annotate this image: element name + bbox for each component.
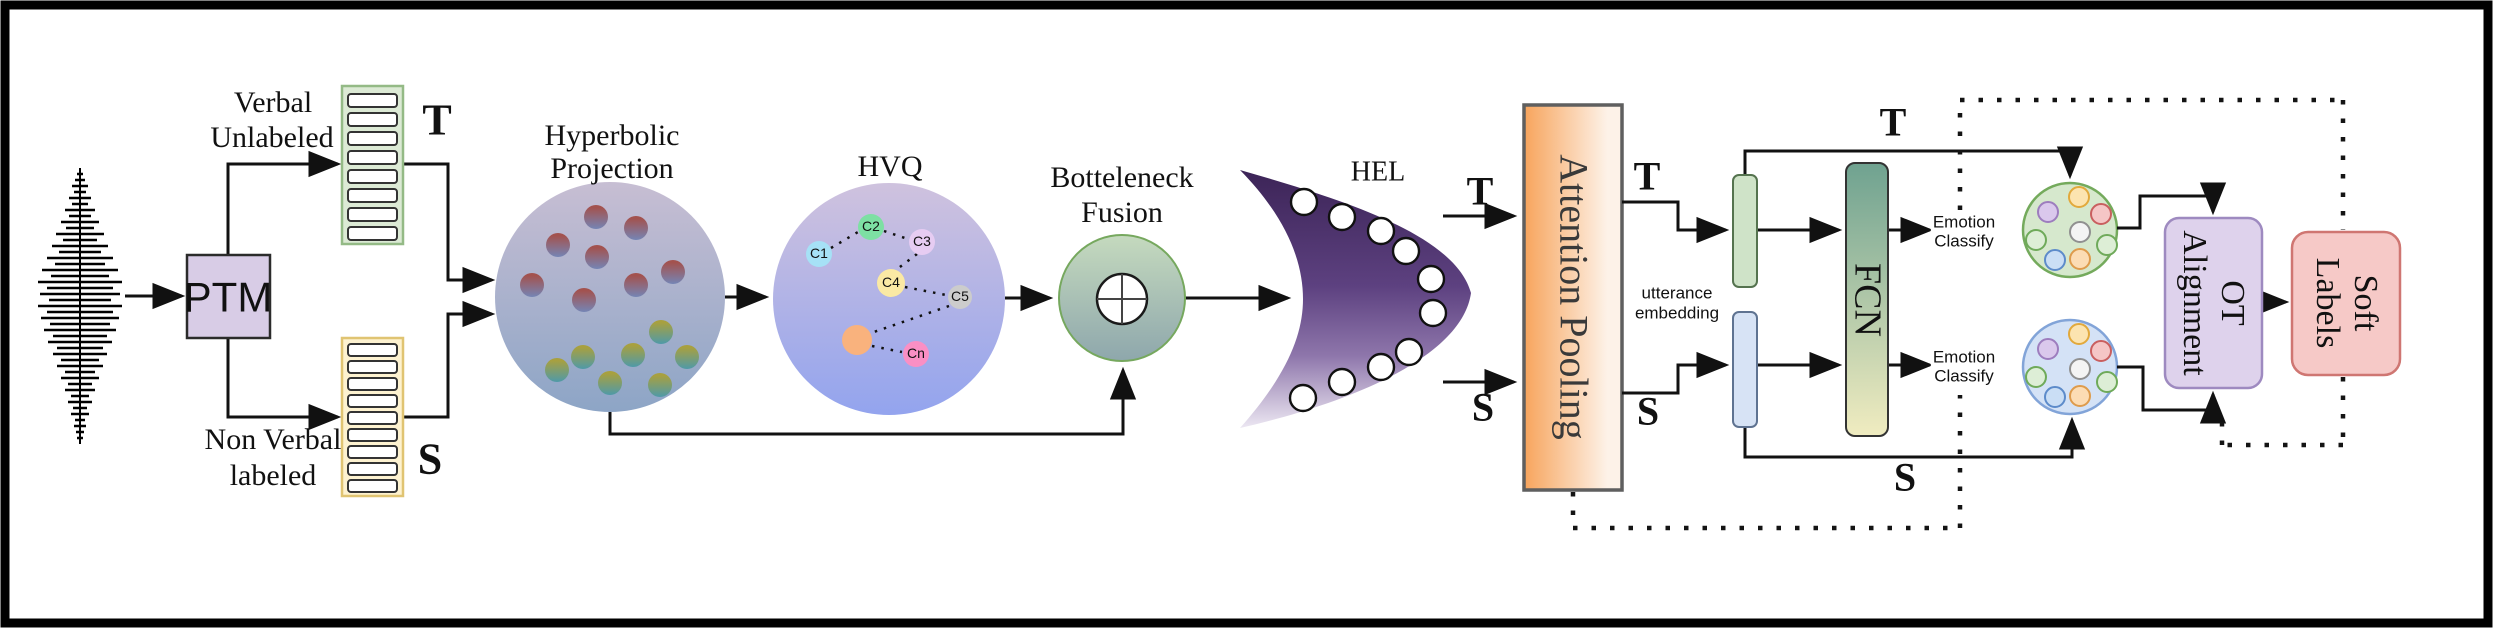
s-utterance-embedding-bar bbox=[1732, 311, 1758, 428]
hyperbolic-projection-sphere bbox=[495, 182, 725, 412]
bottleneck-fusion-title-line2: Fusion bbox=[1081, 196, 1163, 230]
codebook-c2 bbox=[858, 214, 884, 240]
attention-pooling-label: Attention Pooling bbox=[1551, 154, 1597, 440]
hel-crescent bbox=[1240, 170, 1471, 428]
verbal-unlabeled-label-line1: Verbal bbox=[233, 86, 313, 120]
s-skip-label: S bbox=[1893, 454, 1917, 500]
ot-alignment-label-line1: OT bbox=[2214, 280, 2252, 326]
hyperbolic-bypass-arrow bbox=[608, 366, 1137, 436]
s-feature-stack bbox=[340, 336, 405, 498]
t-into-attention-label: T bbox=[1466, 168, 1494, 214]
ot-alignment-label-line2: Alignment bbox=[2176, 230, 2213, 376]
s-stack-label: S bbox=[417, 434, 443, 484]
s-prototype-cluster bbox=[2021, 318, 2119, 416]
ptm-to-s-stack-arrow bbox=[226, 338, 342, 431]
codebook-c1 bbox=[806, 241, 832, 267]
attention-to-t-embed-arrow bbox=[1622, 200, 1730, 244]
t-cluster-to-ot-arrow bbox=[2117, 182, 2227, 230]
ptm-box bbox=[185, 253, 272, 340]
hyperbolic-projection-title-line2: Projection bbox=[550, 152, 674, 186]
codebook-c5 bbox=[948, 285, 972, 309]
ot-alignment-box bbox=[2163, 216, 2264, 390]
hel-title: HEL bbox=[1350, 156, 1406, 188]
s-stack-to-hyperbolic-arrow bbox=[403, 300, 496, 419]
bottleneck-fusion-node bbox=[1058, 234, 1186, 362]
hyperbolic-yellow-points bbox=[545, 320, 699, 397]
nonverbal-labeled-label-line2: labeled bbox=[229, 459, 317, 493]
ptm-to-t-stack-arrow bbox=[226, 150, 342, 255]
codebook-orange bbox=[842, 325, 872, 355]
utterance-embedding-label-line1: utterance bbox=[1641, 283, 1713, 303]
t-out-attention-label: T bbox=[1633, 153, 1661, 199]
ptm-label: PTM bbox=[183, 273, 273, 321]
codebook-c5-label: C5 bbox=[951, 288, 969, 305]
t-stack-to-hyperbolic-arrow bbox=[403, 162, 496, 294]
t-skip-to-cluster-arrow bbox=[1743, 146, 2084, 180]
t-stack-label: T bbox=[422, 95, 452, 145]
fcn-label: FCN bbox=[1846, 263, 1889, 337]
cluster-to-ot-connectors bbox=[2117, 182, 2290, 424]
bottleneck-fusion-title-line1: Botteleneck bbox=[1050, 161, 1194, 195]
nonverbal-labeled-label-line1: Non Verbal bbox=[204, 423, 342, 457]
emotion-classify-t-label-line2: Classify bbox=[1932, 231, 1996, 251]
codebook-cn-label: Cn bbox=[907, 345, 925, 362]
utterance-embedding-label-line2: embedding bbox=[1634, 303, 1720, 323]
soft-labels-label-line1: Soft bbox=[2347, 274, 2385, 332]
codebook-c3 bbox=[909, 229, 935, 255]
attention-to-s-embed-arrow bbox=[1622, 351, 1730, 395]
t-feature-stack bbox=[340, 84, 405, 246]
emotion-classify-t-label-line1: Emotion bbox=[1930, 212, 1998, 232]
soft-labels-label-line2: Labels bbox=[2309, 257, 2346, 349]
s-cluster-to-ot-arrow bbox=[2117, 365, 2227, 424]
codebook-links bbox=[830, 229, 950, 354]
attention-pooling-box bbox=[1522, 103, 1624, 492]
hyperbolic-projection-title-line1: Hyperbolic bbox=[544, 119, 680, 153]
ot-alignment-label: OT Alignment bbox=[2175, 230, 2251, 375]
audio-waveform-icon bbox=[38, 168, 122, 444]
emotion-classify-s-label-line1: Emotion bbox=[1930, 347, 1998, 367]
emotion-classify-s-label-line2: Classify bbox=[1932, 366, 1996, 386]
t-prototype-cluster bbox=[2021, 181, 2119, 279]
s-skip-to-cluster-arrow bbox=[1743, 416, 2086, 459]
codebook-cn bbox=[903, 341, 929, 367]
codebook-c4 bbox=[877, 269, 905, 297]
fcn-box bbox=[1845, 162, 1889, 437]
hel-to-attention-arrows bbox=[1443, 202, 1518, 396]
codebook-c4-label: C4 bbox=[882, 274, 900, 291]
soft-labels-label: Soft Labels bbox=[2308, 258, 2384, 349]
soft-labels-box bbox=[2290, 230, 2402, 377]
codebook-c1-label: C1 bbox=[810, 245, 828, 262]
hel-units bbox=[1288, 187, 1448, 413]
codebook-c3-label: C3 bbox=[913, 233, 931, 250]
hvq-title: HVQ bbox=[857, 150, 923, 184]
t-utterance-embedding-bar bbox=[1732, 174, 1758, 288]
verbal-unlabeled-label-line2: Unlabeled bbox=[210, 121, 334, 155]
s-into-attention-label: S bbox=[1471, 384, 1495, 430]
codebook-c2-label: C2 bbox=[862, 218, 880, 235]
s-out-attention-label: S bbox=[1636, 388, 1660, 434]
hvq-sphere bbox=[773, 183, 1005, 415]
hyperbolic-red-points bbox=[520, 205, 685, 312]
attention-output-connectors bbox=[1622, 146, 2086, 459]
soft-label-feedback-dotted-path bbox=[1570, 97, 2346, 531]
t-skip-label: T bbox=[1879, 99, 1907, 145]
left-connectors bbox=[125, 150, 1292, 436]
